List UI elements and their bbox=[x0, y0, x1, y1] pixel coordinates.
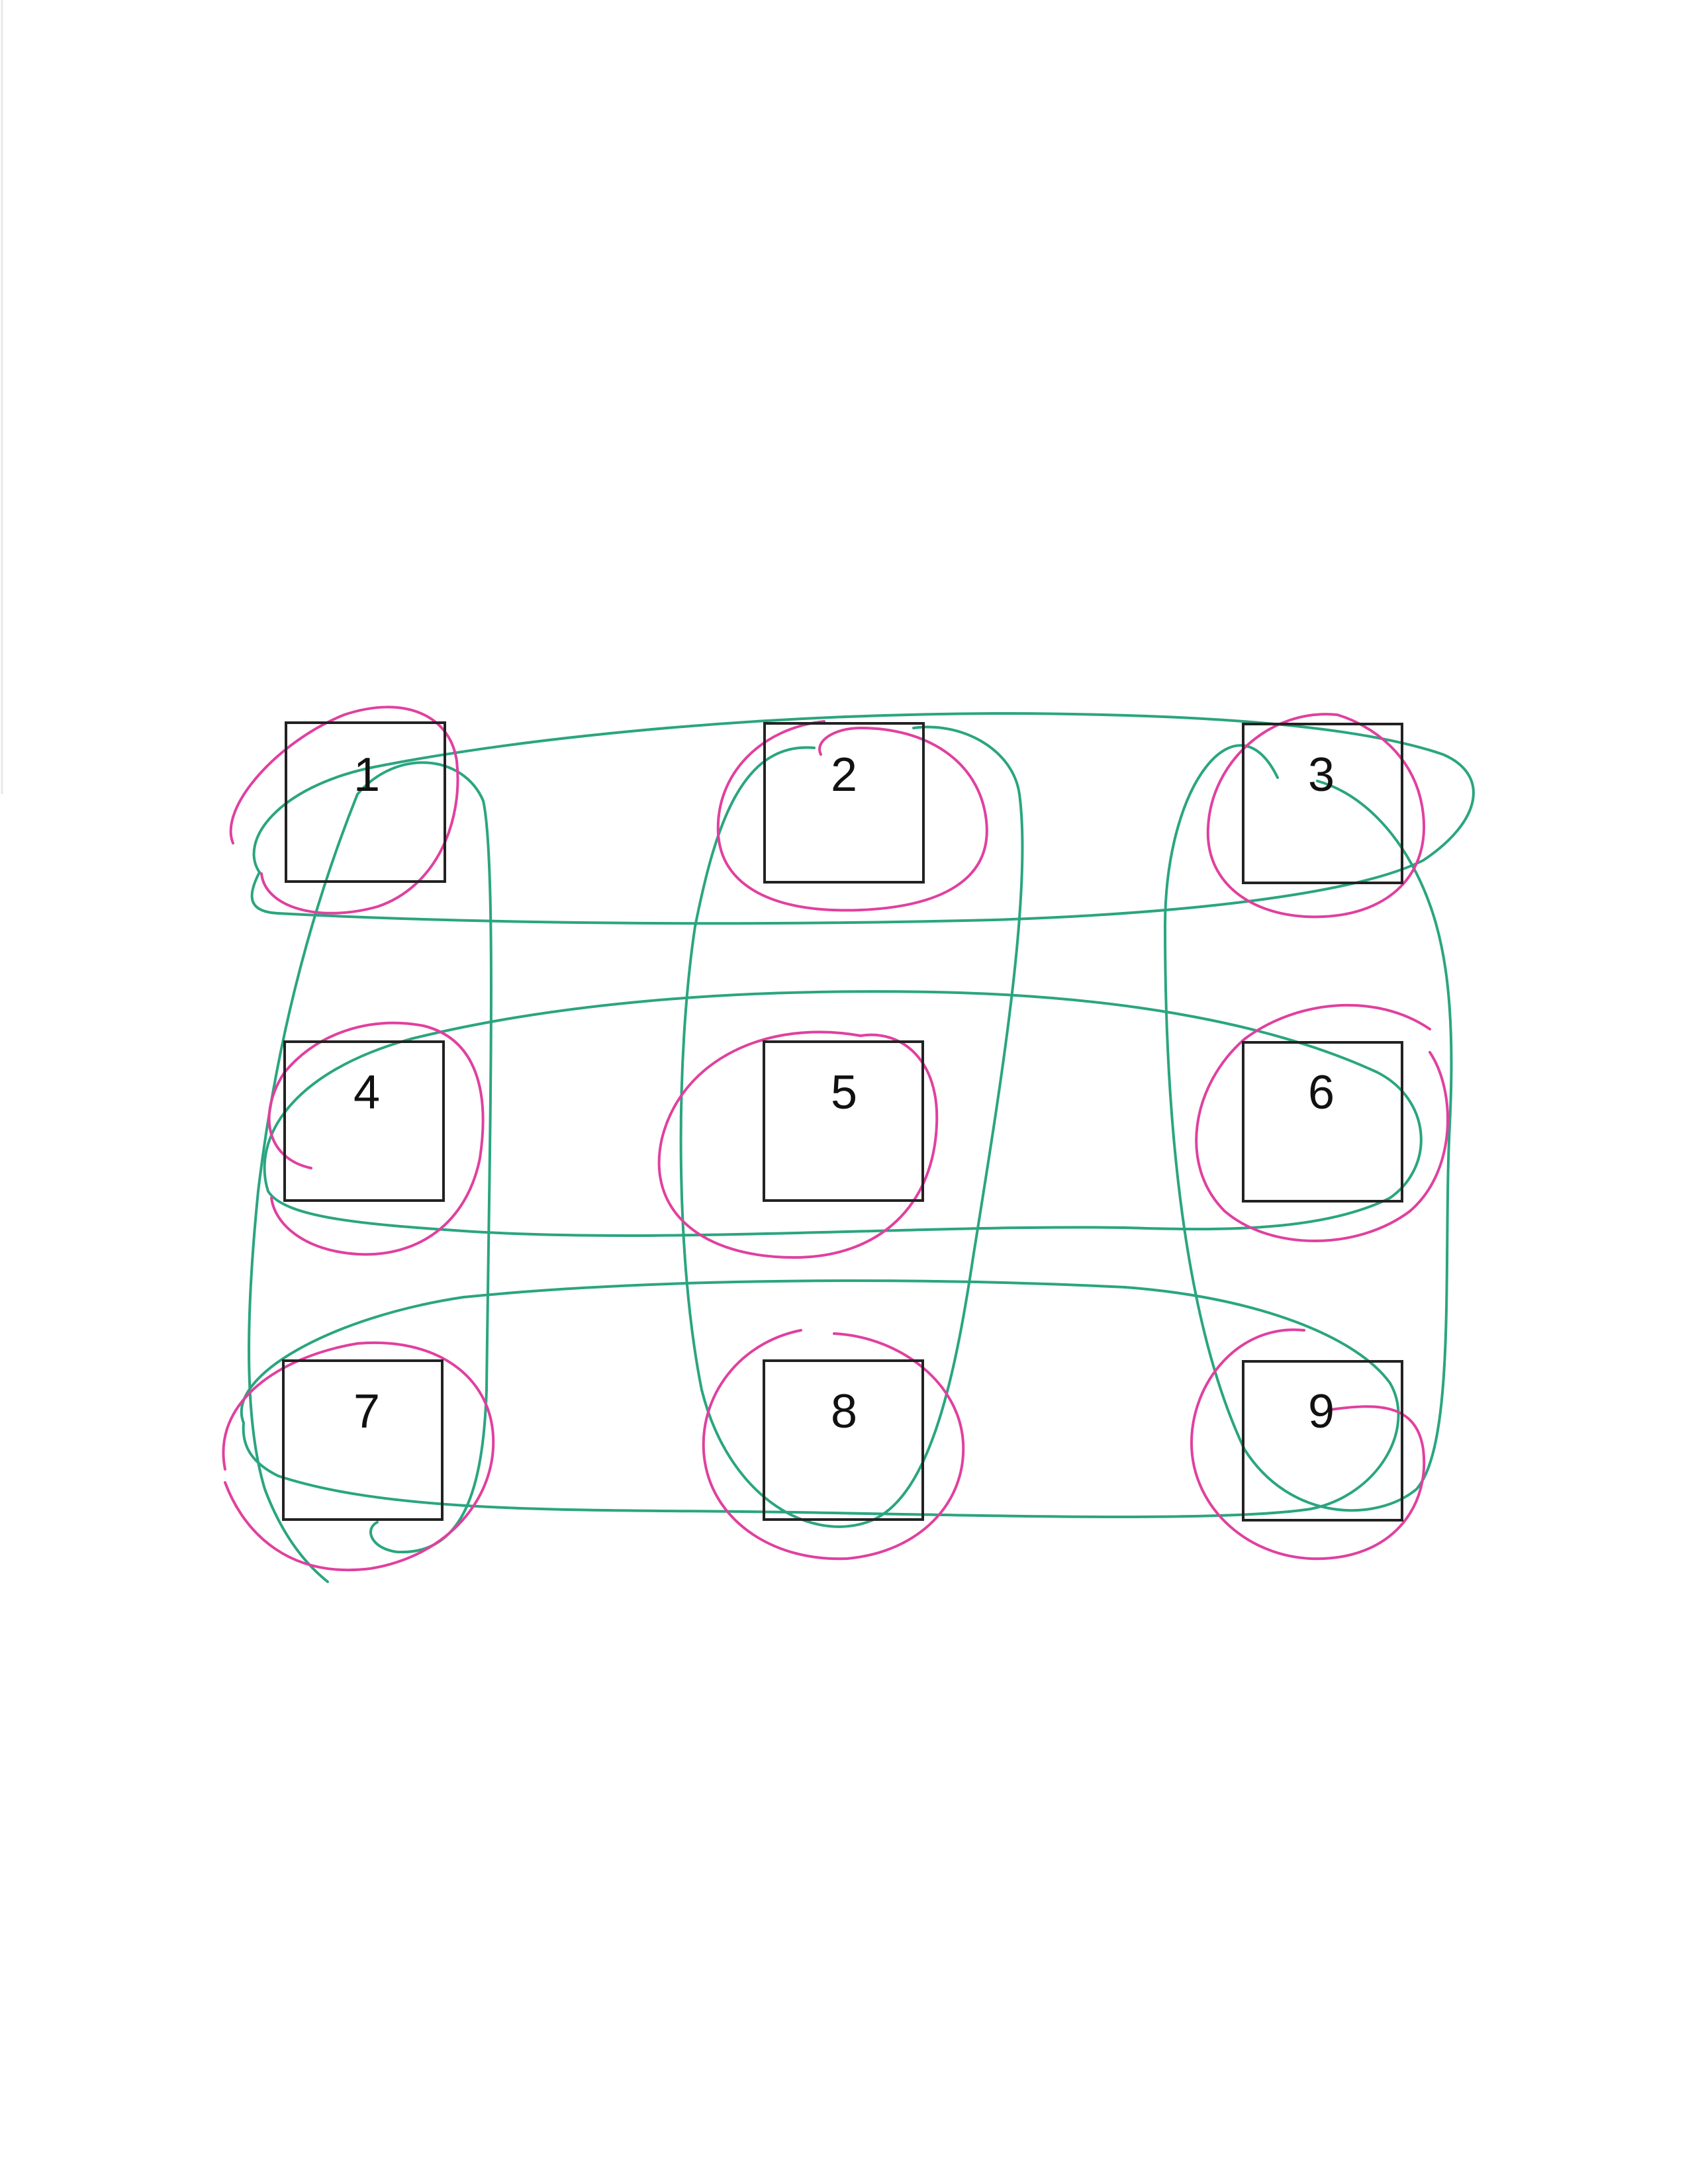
pink-circle-3 bbox=[1206, 713, 1426, 919]
box-6 bbox=[1242, 1041, 1403, 1203]
pink-circle-7 bbox=[222, 1341, 495, 1572]
box-7 bbox=[282, 1359, 444, 1521]
box-4 bbox=[283, 1040, 445, 1202]
box-5 bbox=[763, 1040, 924, 1202]
green-loop-col-1-4-7-left bbox=[248, 793, 359, 1583]
box-label-7: 7 bbox=[353, 1385, 380, 1438]
green-loop-row-1-2-3 bbox=[250, 712, 1475, 925]
pink-circle-1 bbox=[229, 705, 459, 915]
pink-circle-2 bbox=[716, 720, 988, 912]
green-loop-col-1-4-7 bbox=[356, 761, 492, 1554]
box-2 bbox=[763, 722, 925, 884]
box-label-2: 2 bbox=[831, 749, 857, 801]
green-ink-layer bbox=[240, 712, 1475, 1583]
box-label-9: 9 bbox=[1308, 1385, 1335, 1438]
green-loop-col-3-6-9 bbox=[1164, 744, 1453, 1512]
pink-circle-9 bbox=[1190, 1328, 1426, 1561]
box-8 bbox=[763, 1359, 924, 1521]
box-1 bbox=[285, 721, 446, 883]
green-loop-col-2-5-8 bbox=[679, 725, 1024, 1528]
green-loop-row-4-5-6 bbox=[263, 990, 1423, 1237]
box-label-4: 4 bbox=[353, 1066, 380, 1119]
numbered-box-grid: 1 2 3 4 5 6 7 8 9 bbox=[282, 721, 1403, 1522]
pink-circle-4 bbox=[267, 1021, 485, 1256]
pink-circle-5 bbox=[657, 1030, 939, 1259]
box-9 bbox=[1242, 1360, 1403, 1522]
box-label-3: 3 bbox=[1308, 749, 1335, 801]
pink-ink-layer bbox=[222, 705, 1449, 1572]
box-label-5: 5 bbox=[831, 1066, 857, 1119]
pink-circle-8 bbox=[702, 1329, 965, 1561]
pink-circle-6 bbox=[1195, 1003, 1449, 1242]
box-label-6: 6 bbox=[1308, 1066, 1335, 1119]
box-label-8: 8 bbox=[831, 1385, 857, 1438]
box-3 bbox=[1242, 723, 1403, 884]
green-loop-row-7-8-9 bbox=[240, 1279, 1400, 1518]
box-label-1: 1 bbox=[353, 749, 380, 801]
